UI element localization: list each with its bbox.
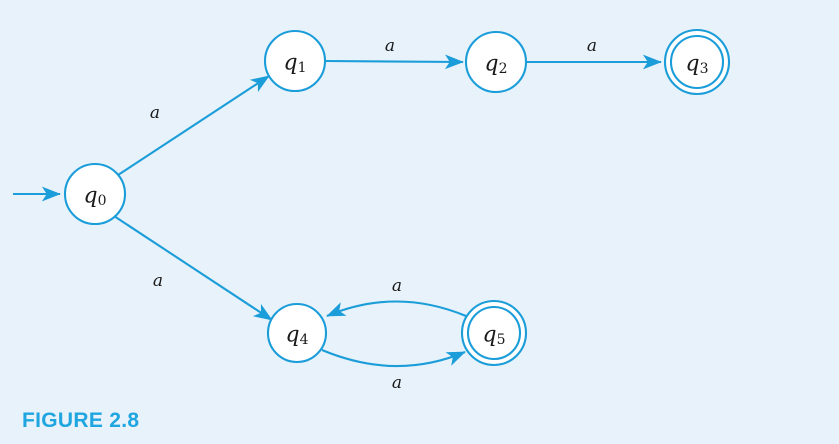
- edge-label-q1-q2: a: [385, 36, 395, 56]
- state-circle-q2[interactable]: [464, 30, 528, 94]
- edge-label-q2-q3: a: [587, 36, 597, 56]
- edge-q4-q5: [321, 349, 466, 368]
- edge-q0-q1: [117, 75, 270, 176]
- state-circle-q5[interactable]: [466, 305, 522, 361]
- state-q0[interactable]: q0: [63, 162, 127, 226]
- edge-label-q0-q4: a: [153, 271, 163, 291]
- edge-label-q4-q5: a: [392, 373, 402, 393]
- edge-label-q0-q1: a: [150, 103, 160, 123]
- state-q5-accepting[interactable]: q5: [460, 299, 528, 367]
- edge-q1-q2: [324, 54, 464, 70]
- state-q3-accepting[interactable]: q3: [663, 28, 731, 96]
- edge-q0-q4: [113, 215, 273, 321]
- state-q4[interactable]: q4: [266, 302, 328, 364]
- state-circle-q0[interactable]: [63, 162, 127, 226]
- edge-q5-q4: [326, 300, 467, 317]
- edge-label-q5-q4: a: [392, 276, 402, 296]
- state-q1[interactable]: q1: [263, 29, 327, 93]
- figure-caption: FIGURE 2.8: [22, 409, 140, 432]
- state-q2[interactable]: q2: [464, 30, 528, 94]
- state-circle-q1[interactable]: [263, 29, 327, 93]
- state-circle-q3[interactable]: [669, 34, 725, 90]
- state-circle-q4[interactable]: [266, 302, 328, 364]
